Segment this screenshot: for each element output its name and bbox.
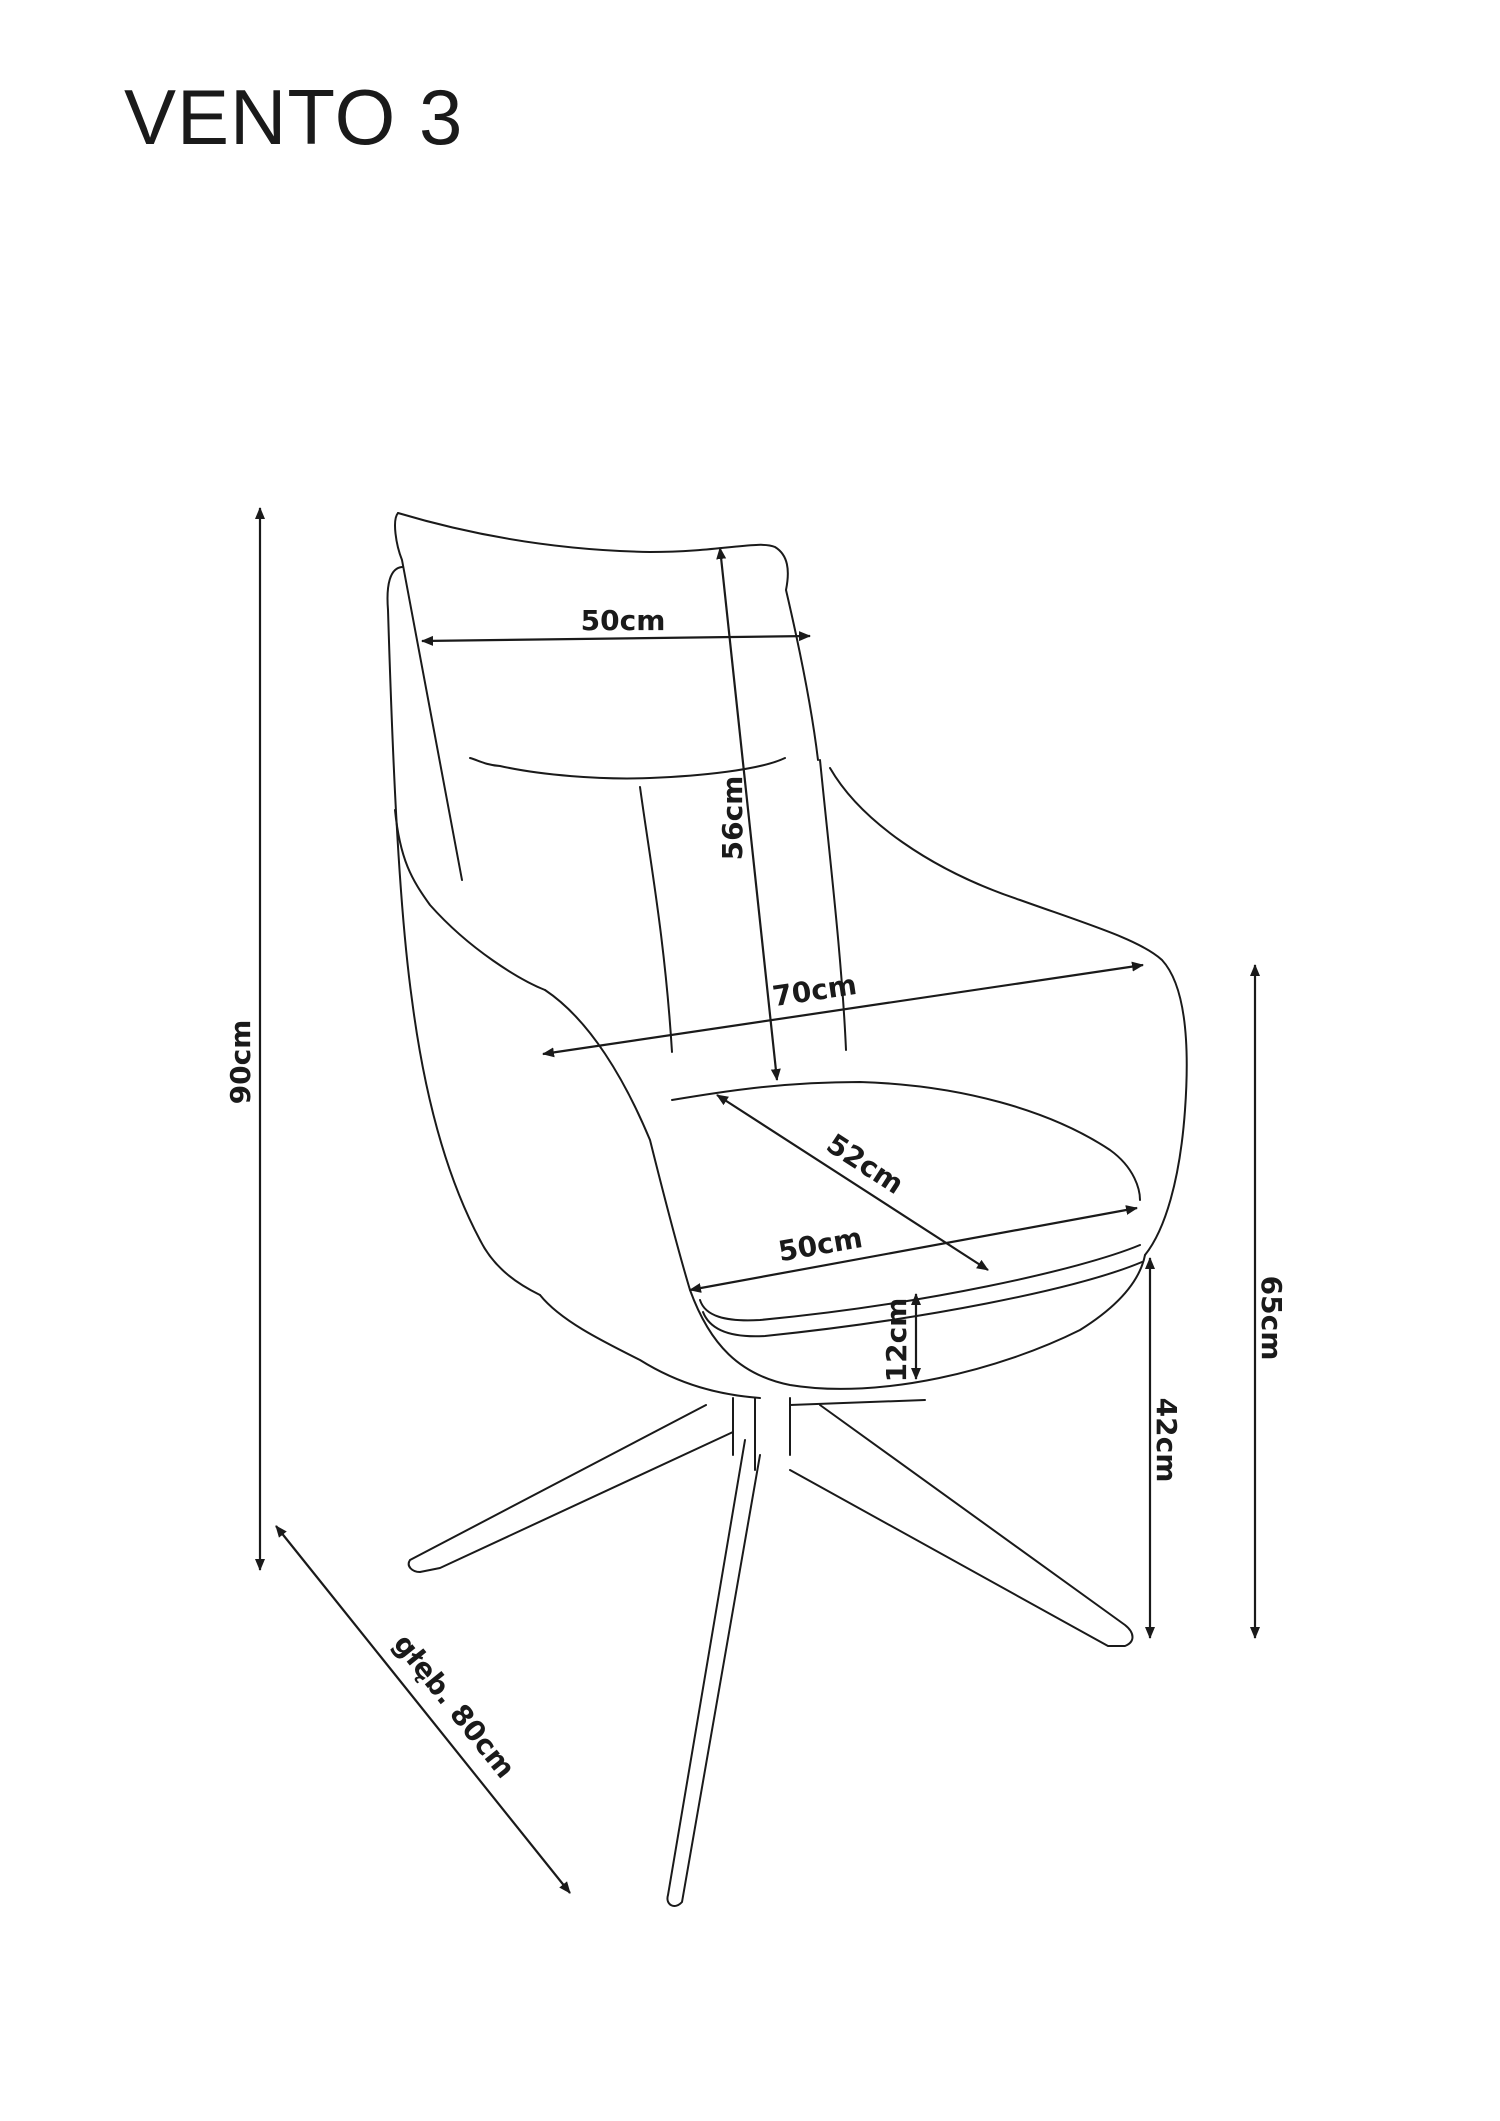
dim-line-seat-width [689,1205,1138,1293]
dim-line-total-width [542,961,1144,1058]
dimension-lines: 50cm 56cm 70cm 52cm 50cm 12cm 42cm 65cm [224,507,1288,1894]
seat-cushion-top [671,1081,1141,1201]
headrest-left-edge [394,512,463,881]
dim-label-seat-thickness: 12cm [880,1298,913,1383]
back-seam-left [639,786,673,1053]
dim-label-total-height: 90cm [224,1020,257,1105]
dim-label-total-depth: głęb. 80cm [387,1628,522,1785]
backrest-seam [469,757,786,780]
back-seam-right [819,759,847,1051]
product-title: VENTO 3 [124,73,464,161]
dim-label-seat-height: 42cm [1150,1398,1183,1483]
arm-right-outer [829,767,1188,1256]
leg-rear [789,1399,926,1406]
dim-label-armrest-height: 65cm [1255,1276,1288,1361]
chair-base [407,1397,1134,1907]
leg-right [789,1404,1134,1647]
shell-bottom [689,1254,1146,1390]
headrest-cushion [397,512,819,761]
dim-label-back-height: 56cm [716,776,749,861]
back-shell-left [386,566,541,1296]
dim-label-back-width: 50cm [581,604,666,637]
seat-cushion-front [699,1244,1141,1322]
back-shell-fold [394,809,546,991]
swivel-column [732,1397,791,1471]
leg-front [666,1439,761,1907]
dim-line-total-depth [275,1525,571,1894]
leg-left [407,1404,734,1573]
shell-bottom-curve [539,1294,761,1399]
dim-label-total-width: 70cm [770,968,859,1013]
